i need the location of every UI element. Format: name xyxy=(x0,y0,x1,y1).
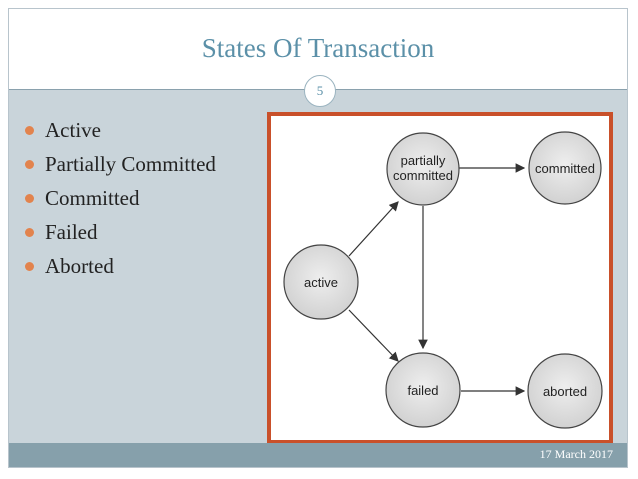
bullet-list: Active Partially Committed Committed Fai… xyxy=(21,113,216,283)
node-label-active: active xyxy=(304,275,338,290)
bullet-item: Active xyxy=(21,113,216,147)
node-label-committed-line: committed xyxy=(393,168,453,183)
state-diagram-svg: partially committed committed active fai… xyxy=(283,131,603,429)
bullet-text: Partially Committed xyxy=(45,152,216,176)
node-committed: committed xyxy=(528,131,602,205)
node-aborted: aborted xyxy=(527,353,603,429)
bullet-icon xyxy=(25,126,34,135)
node-partially-committed: partially committed xyxy=(386,132,460,206)
bullet-text: Aborted xyxy=(45,254,114,278)
bullet-item: Committed xyxy=(21,181,216,215)
bullet-icon xyxy=(25,228,34,237)
bullet-icon xyxy=(25,160,34,169)
state-diagram: partially committed committed active fai… xyxy=(267,112,613,444)
bullet-item: Failed xyxy=(21,215,216,249)
node-failed: failed xyxy=(385,352,461,428)
node-label-committed: committed xyxy=(535,161,595,176)
node-label-failed: failed xyxy=(407,383,438,398)
bullet-text: Committed xyxy=(45,186,140,210)
footer-date: 17 March 2017 xyxy=(539,447,613,461)
edge-active-failed xyxy=(348,309,399,362)
edge-active-partially-committed xyxy=(348,201,399,257)
footer: 17 March 2017 xyxy=(9,443,627,467)
slide: States Of Transaction 5 Active Partially… xyxy=(8,8,628,468)
bullet-icon xyxy=(25,194,34,203)
bullet-text: Active xyxy=(45,118,101,142)
bullet-icon xyxy=(25,262,34,271)
bullet-item: Partially Committed xyxy=(21,147,216,181)
node-label-partially: partially xyxy=(401,153,446,168)
slide-title: States Of Transaction xyxy=(201,33,435,63)
node-active: active xyxy=(283,244,359,320)
node-label-aborted: aborted xyxy=(543,384,587,399)
bullet-text: Failed xyxy=(45,220,98,244)
bullet-item: Aborted xyxy=(21,249,216,283)
slide-number: 5 xyxy=(304,75,336,107)
